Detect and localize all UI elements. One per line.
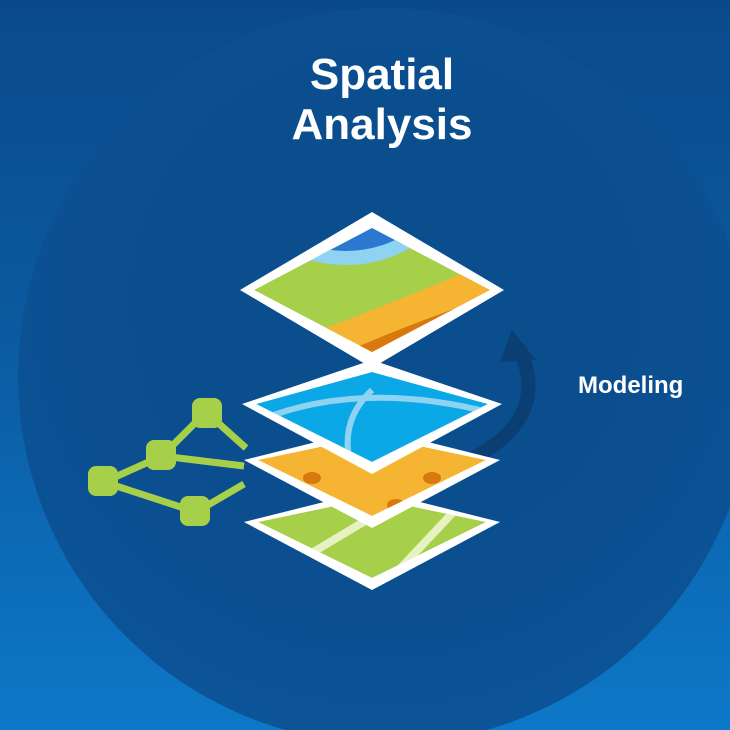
title-line-2: Analysis (291, 100, 473, 149)
layered-map-stack-icon (240, 212, 504, 590)
modeling-label: Modeling (578, 372, 684, 399)
title-line-1: Spatial (309, 50, 455, 99)
blue-network-layer (242, 360, 502, 474)
network-graph-icon (88, 398, 249, 526)
page-title: Spatial Analysis (0, 50, 730, 150)
orange-points-layer (244, 428, 500, 528)
top-map-layer (240, 212, 504, 368)
